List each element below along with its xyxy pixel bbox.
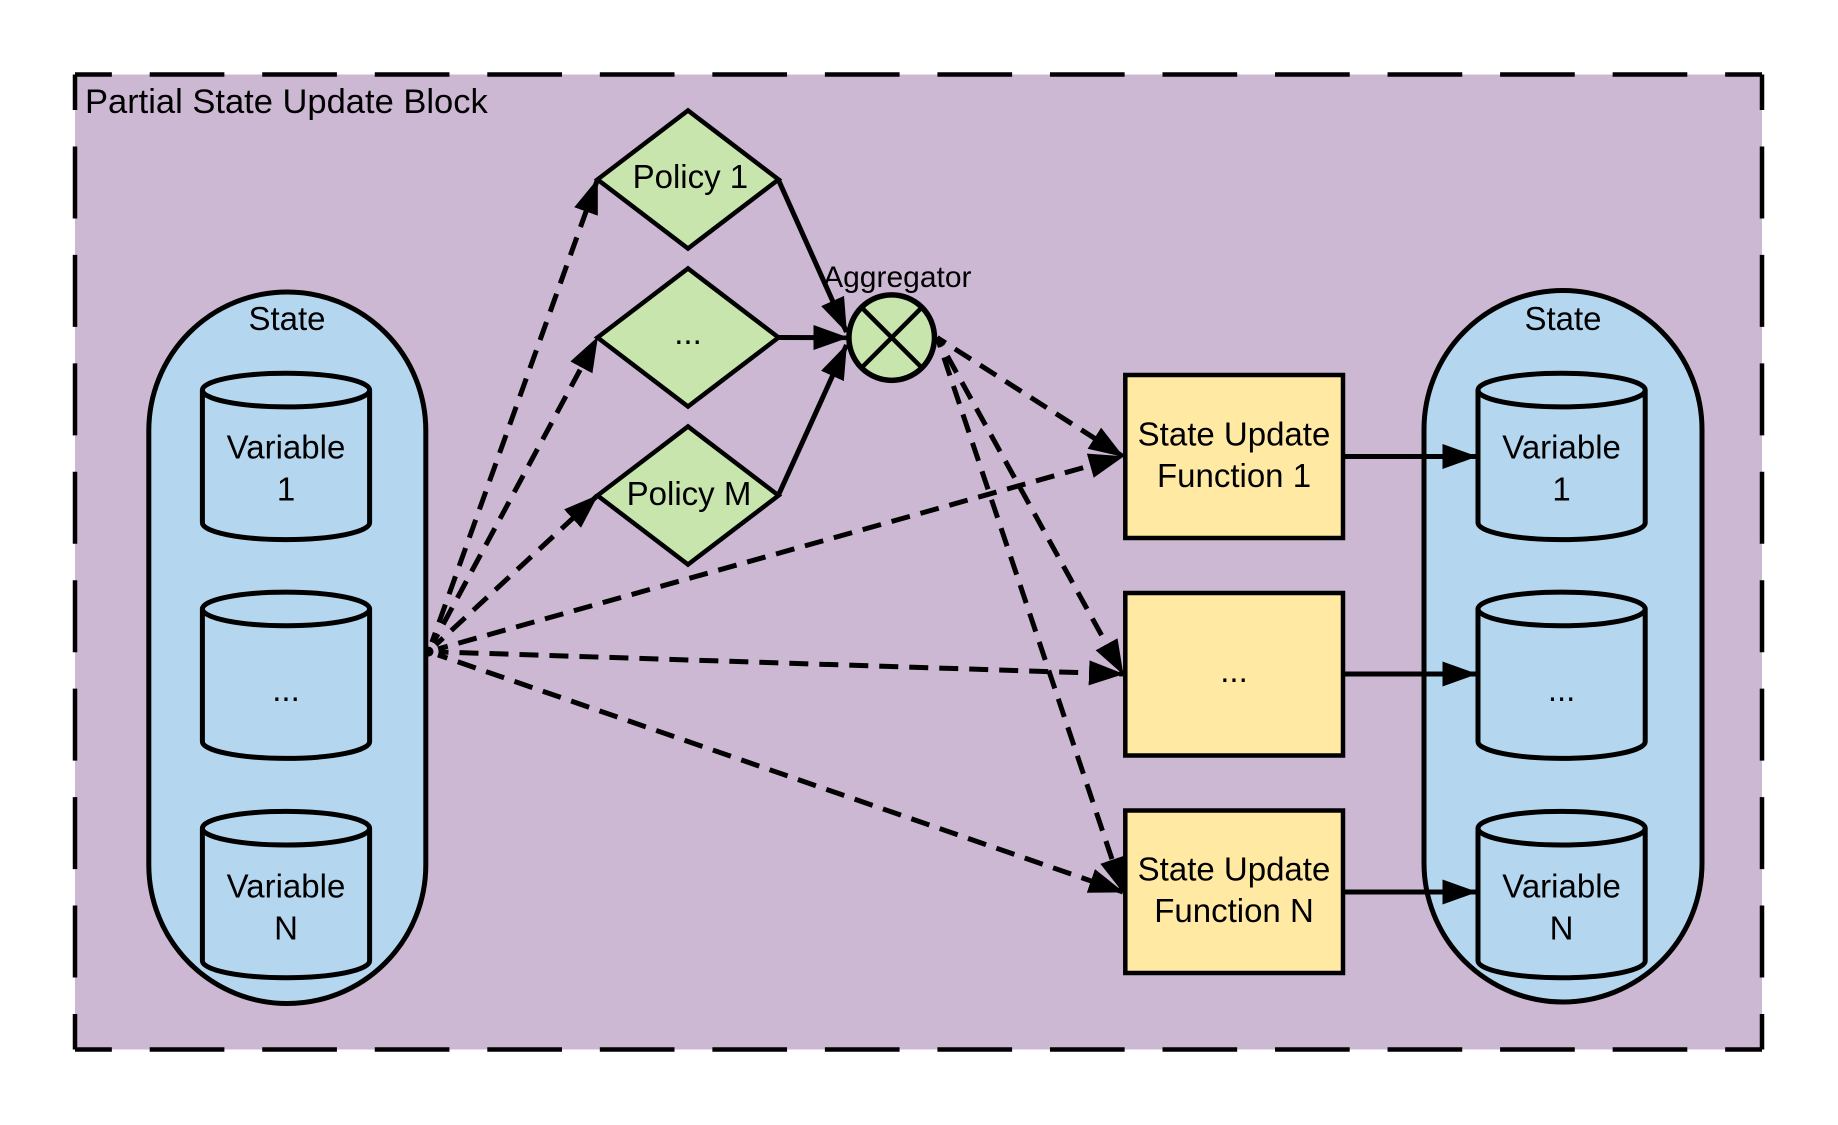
svg-text:1: 1 bbox=[277, 471, 295, 508]
svg-text:State: State bbox=[248, 300, 325, 337]
svg-text:Variable: Variable bbox=[1502, 868, 1621, 905]
svg-text:Policy M: Policy M bbox=[627, 475, 752, 512]
svg-text:N: N bbox=[274, 910, 298, 947]
svg-text:Function N: Function N bbox=[1154, 892, 1314, 929]
svg-text:State: State bbox=[1524, 300, 1601, 337]
svg-text:State Update: State Update bbox=[1138, 415, 1331, 452]
svg-text:...: ... bbox=[1220, 652, 1248, 689]
svg-text:State Update: State Update bbox=[1138, 851, 1331, 888]
svg-text:Variable: Variable bbox=[227, 429, 346, 466]
svg-text:...: ... bbox=[674, 314, 702, 351]
svg-text:Variable: Variable bbox=[227, 868, 346, 905]
svg-text:...: ... bbox=[1548, 671, 1576, 708]
svg-text:Function 1: Function 1 bbox=[1157, 457, 1311, 494]
svg-text:Variable: Variable bbox=[1502, 429, 1621, 466]
svg-text:1: 1 bbox=[1552, 471, 1570, 508]
svg-text:Partial State Update Block: Partial State Update Block bbox=[85, 83, 488, 121]
svg-text:N: N bbox=[1550, 910, 1574, 947]
svg-text:Policy 1: Policy 1 bbox=[633, 158, 749, 195]
svg-text:Aggregator: Aggregator bbox=[823, 261, 971, 294]
svg-text:...: ... bbox=[272, 671, 300, 708]
